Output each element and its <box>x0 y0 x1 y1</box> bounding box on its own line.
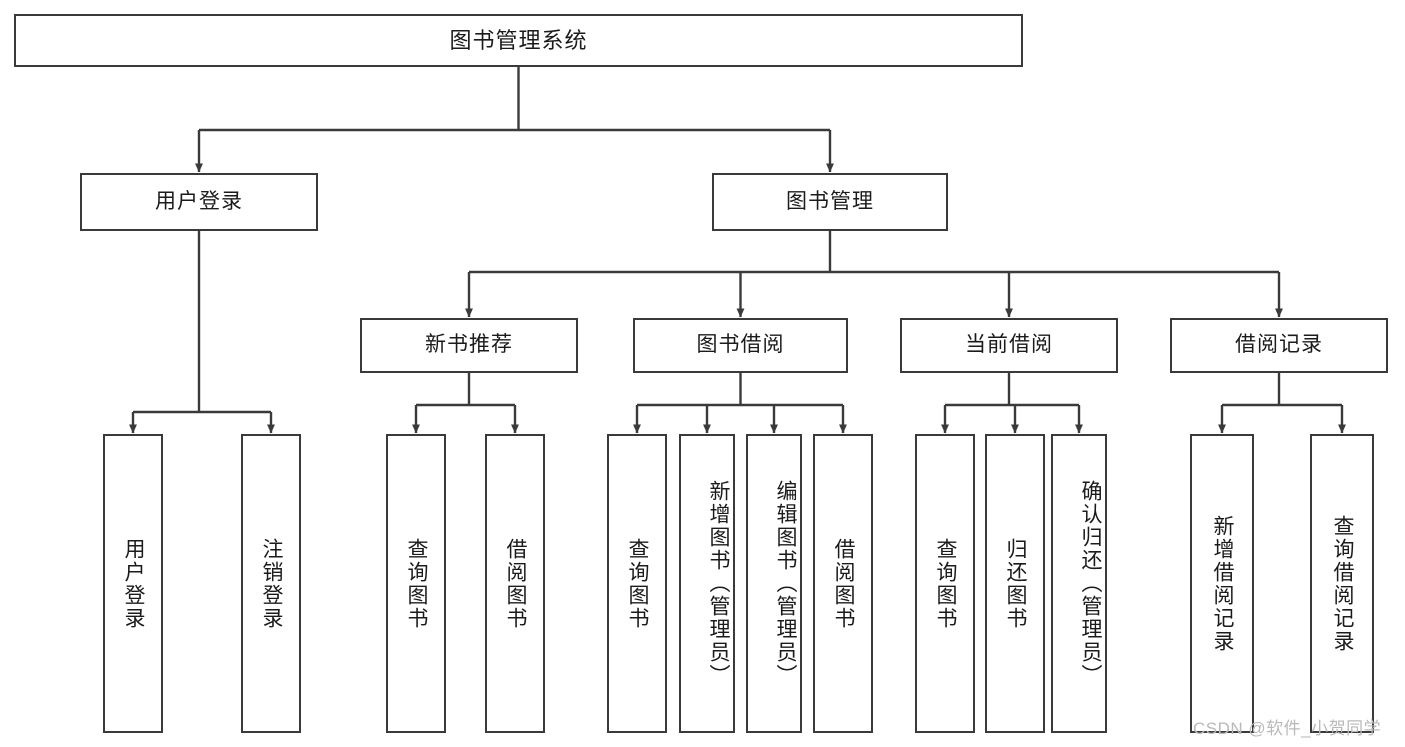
node-login: 用户登录 <box>80 173 318 231</box>
node-label-l-rc-query: 查询借阅记录 <box>1331 514 1354 653</box>
node-l-bk-edit: 编辑图书（管理员） <box>746 434 802 733</box>
node-label-l-logout: 注销登录 <box>260 537 283 630</box>
node-records: 借阅记录 <box>1170 318 1388 373</box>
node-label-l-rc-add: 新增借阅记录 <box>1211 514 1234 653</box>
node-l-rc-add: 新增借阅记录 <box>1190 434 1254 733</box>
node-label-borrow: 图书借阅 <box>696 333 785 357</box>
node-l-bk-query: 查询图书 <box>607 434 667 733</box>
node-label-root: 图书管理系统 <box>449 27 588 53</box>
node-l-nb-query: 查询图书 <box>386 434 446 733</box>
node-l-logout: 注销登录 <box>241 434 301 733</box>
node-label-l-bk-edit: 编辑图书（管理员） <box>774 480 797 687</box>
node-l-cu-query: 查询图书 <box>915 434 975 733</box>
node-l-bk-borrow: 借阅图书 <box>813 434 873 733</box>
node-bookmgmt: 图书管理 <box>712 173 948 231</box>
node-l-cu-ok: 确认归还（管理员） <box>1051 434 1107 733</box>
csdn-watermark: CSDN @软件_小贺同学 <box>1193 719 1382 738</box>
node-l-cu-return: 归还图书 <box>985 434 1045 733</box>
node-label-newbook: 新书推荐 <box>425 333 513 357</box>
node-label-current: 当前借阅 <box>965 333 1053 357</box>
node-root: 图书管理系统 <box>14 14 1023 67</box>
node-label-l-bk-borrow: 借阅图书 <box>832 537 855 630</box>
node-newbook: 新书推荐 <box>360 318 578 373</box>
node-label-login: 用户登录 <box>155 189 243 213</box>
node-label-l-nb-query: 查询图书 <box>405 537 428 630</box>
node-label-l-cu-return: 归还图书 <box>1004 537 1027 630</box>
edge-paths <box>129 67 1346 434</box>
node-label-l-login: 用户登录 <box>122 537 145 630</box>
node-label-l-bk-query: 查询图书 <box>626 537 649 630</box>
node-label-records: 借阅记录 <box>1235 333 1323 357</box>
node-label-l-bk-add: 新增图书（管理员） <box>707 480 730 687</box>
node-l-rc-query: 查询借阅记录 <box>1310 434 1374 733</box>
node-borrow: 图书借阅 <box>633 318 848 373</box>
node-label-bookmgmt: 图书管理 <box>786 189 874 213</box>
node-l-nb-borrow: 借阅图书 <box>485 434 545 733</box>
node-label-l-cu-ok: 确认归还（管理员） <box>1079 480 1102 687</box>
node-current: 当前借阅 <box>900 318 1118 373</box>
node-l-bk-add: 新增图书（管理员） <box>679 434 735 733</box>
node-label-l-cu-query: 查询图书 <box>934 537 957 630</box>
node-label-l-nb-borrow: 借阅图书 <box>504 537 527 630</box>
node-l-login: 用户登录 <box>103 434 163 733</box>
